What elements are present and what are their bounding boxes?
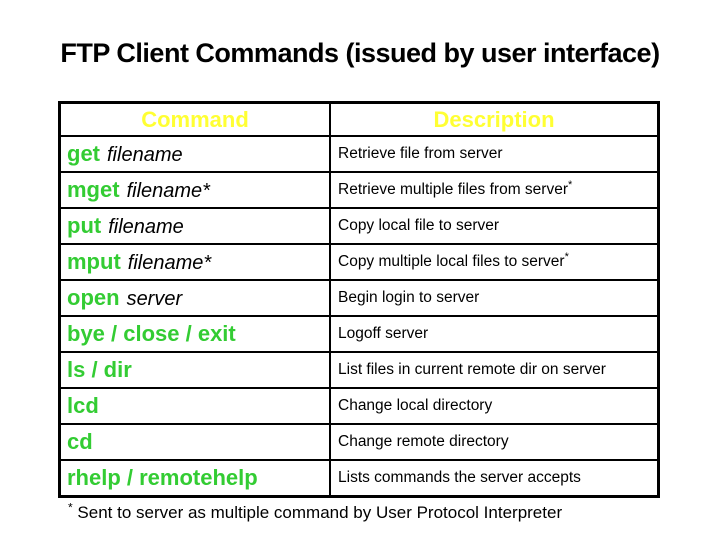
ftp-commands-table: Command Description get filename Retrieve… <box>58 101 660 498</box>
command-cell: cd <box>58 423 331 461</box>
command-cell: mput filename* <box>58 243 331 281</box>
command-column-header: Command <box>58 101 331 137</box>
command-name: bye / close / exit <box>67 321 236 346</box>
table-body: get filename Retrieve file from server mg… <box>58 135 660 498</box>
description-cell: Copy multiple local files to server* <box>329 243 660 281</box>
command-cell: mget filename* <box>58 171 331 209</box>
footnote-text: Sent to server as multiple command by Us… <box>77 503 563 522</box>
description-text: Retrieve multiple files from server <box>338 181 568 198</box>
command-name: rhelp / remotehelp <box>67 465 258 490</box>
command-argument: filename <box>108 216 184 238</box>
description-cell: Lists commands the server accepts <box>329 459 660 498</box>
footnote-marker: * <box>68 500 73 515</box>
description-footnote-marker: * <box>567 178 573 191</box>
command-name: open <box>67 285 120 310</box>
table-row: get filename Retrieve file from server <box>58 135 660 173</box>
description-cell: Change remote directory <box>329 423 660 461</box>
command-cell: lcd <box>58 387 331 425</box>
description-text: Lists commands the server accepts <box>338 469 581 486</box>
command-name: get <box>67 141 100 166</box>
description-text: Copy local file to server <box>338 217 500 234</box>
description-cell: Change local directory <box>329 387 660 425</box>
command-name: lcd <box>67 393 99 418</box>
command-cell: get filename <box>58 135 331 173</box>
table-row: mput filename* Copy multiple local files … <box>58 243 660 281</box>
table-row: bye / close / exit Logoff server <box>58 315 660 353</box>
table-row: ls / dir List files in current remote di… <box>58 351 660 389</box>
description-cell: Copy local file to server <box>329 207 660 245</box>
table-row: put filename Copy local file to server <box>58 207 660 245</box>
description-text: Begin login to server <box>338 289 480 306</box>
command-cell: ls / dir <box>58 351 331 389</box>
description-text: Logoff server <box>338 325 429 342</box>
description-cell: Logoff server <box>329 315 660 353</box>
table-row: rhelp / remotehelp Lists commands the se… <box>58 459 660 498</box>
command-name: mget <box>67 177 120 202</box>
slide-title: FTP Client Commands (issued by user inte… <box>60 38 660 68</box>
command-name: cd <box>67 429 93 454</box>
command-name: put <box>67 213 102 238</box>
description-cell: List files in current remote dir on serv… <box>329 351 660 389</box>
description-text: Retrieve file from server <box>338 145 503 162</box>
description-cell: Begin login to server <box>329 279 660 317</box>
description-text: Change local directory <box>338 397 493 414</box>
command-name: mput <box>67 249 121 274</box>
description-text: Copy multiple local files to server <box>338 253 565 270</box>
command-cell: put filename <box>58 207 331 245</box>
table-row: open server Begin login to server <box>58 279 660 317</box>
table-row: cd Change remote directory <box>58 423 660 461</box>
description-text: Change remote directory <box>338 433 509 450</box>
command-argument: filename* <box>127 252 212 274</box>
command-argument: server <box>126 288 183 310</box>
description-column-header: Description <box>329 101 660 137</box>
command-argument: filename* <box>126 180 210 202</box>
command-argument: filename <box>107 144 183 166</box>
command-cell: bye / close / exit <box>58 315 331 353</box>
command-cell: open server <box>58 279 331 317</box>
description-cell: Retrieve multiple files from server* <box>329 171 660 209</box>
command-cell: rhelp / remotehelp <box>58 459 331 498</box>
description-cell: Retrieve file from server <box>329 135 660 173</box>
description-footnote-marker: * <box>564 250 569 263</box>
footnote: * Sent to server as multiple command by … <box>68 500 563 523</box>
command-name: ls / dir <box>67 357 132 382</box>
table-row: mget filename* Retrieve multiple files fr… <box>58 171 660 209</box>
table-row: lcd Change local directory <box>58 387 660 425</box>
table-header-row: Command Description <box>58 101 660 137</box>
description-text: List files in current remote dir on serv… <box>338 361 606 378</box>
